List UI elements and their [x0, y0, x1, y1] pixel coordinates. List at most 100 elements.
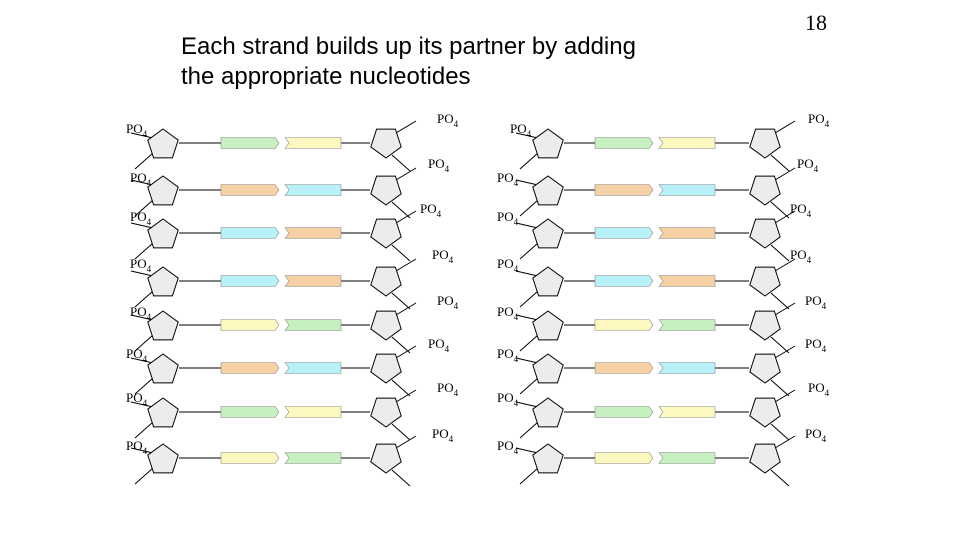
right-duplex-row-1-left-backbone-link	[519, 152, 539, 170]
left-duplex-row-5-right-phosphate-bond	[395, 302, 417, 316]
left-duplex-row-8-right-sugar	[370, 443, 402, 474]
left-duplex-row-2-left-sugar	[147, 175, 179, 206]
left-duplex-row-3-left-base	[220, 227, 280, 239]
left-duplex-row-3-left-phosphate-bond	[130, 222, 154, 229]
slide-number: 18	[805, 10, 827, 35]
right-duplex-row-7-left-phosphate-bond	[515, 401, 539, 408]
left-duplex-row-7-right-phosphate-bond	[395, 389, 417, 403]
left-duplex-row-7-left-sugar	[147, 397, 179, 428]
left-duplex-row-6-right-phosphate-label: PO4	[428, 336, 450, 354]
left-duplex-row-4-right-sugar	[370, 266, 402, 297]
left-duplex-row-5-right-sugar	[370, 310, 402, 341]
right-duplex-row-2-right-base	[658, 184, 716, 196]
left-duplex-row-8-left-phosphate-bond	[130, 447, 154, 454]
left-duplex-row-7-right-sugar	[370, 397, 402, 428]
left-duplex-row-3-right-base	[284, 227, 342, 239]
right-duplex-row-2-right-phosphate-label: PO4	[797, 156, 819, 174]
left-duplex-row-6-right-phosphate-bond	[395, 345, 417, 359]
left-duplex-row-4-right-base	[284, 275, 342, 287]
left-duplex-row-1-right-base	[284, 137, 342, 149]
right-duplex-row-4-right-backbone-link	[770, 292, 790, 310]
right-duplex-row-1-right-sugar	[749, 128, 781, 159]
left-duplex-row-6-right-base	[284, 362, 342, 374]
right-duplex-row-4-left-phosphate-label: PO4	[497, 256, 519, 274]
right-duplex-row-8-left-backbone-link	[519, 467, 539, 485]
left-duplex-row-1-left-backbone-link	[134, 152, 154, 170]
right-duplex-row-3-right-base	[658, 227, 716, 239]
right-duplex-row-8-right-phosphate-label: PO4	[805, 426, 827, 444]
right-duplex-row-1-left-sugar	[532, 128, 564, 159]
left-duplex-row-1-left-sugar	[147, 128, 179, 159]
right-duplex-row-2-right-sugar	[749, 175, 781, 206]
left-duplex-row-8-right-phosphate-label: PO4	[432, 426, 454, 444]
left-duplex-row-7-left-backbone-link	[134, 421, 154, 439]
right-duplex-row-5-left-phosphate-bond	[515, 314, 539, 321]
left-duplex-row-8-left-phosphate-label: PO4	[126, 438, 148, 456]
left-duplex-row-4-left-sugar	[147, 266, 179, 297]
right-duplex-row-2-right-phosphate-bond	[774, 167, 796, 181]
left-duplex-row-2-right-phosphate-bond	[395, 167, 417, 181]
left-duplex-row-8-left-backbone-link	[134, 467, 154, 485]
left-duplex-row-4-left-backbone-link	[134, 290, 154, 308]
right-duplex-row-3-left-phosphate-label: PO4	[497, 209, 519, 227]
right-duplex-row-1-left-phosphate-bond	[515, 132, 539, 139]
left-duplex-row-3-left-sugar	[147, 218, 179, 249]
left-duplex-row-5-right-base	[284, 319, 342, 331]
right-duplex-row-7-left-phosphate-label: PO4	[497, 390, 519, 408]
left-duplex-row-6-right-backbone-link	[391, 379, 411, 397]
right-duplex-row-5-left-backbone-link	[519, 334, 539, 352]
left-duplex-row-1-left-phosphate-label: PO4	[126, 121, 148, 139]
left-duplex-row-4-left-phosphate-label: PO4	[130, 256, 152, 274]
right-duplex-row-2-left-backbone-link	[519, 199, 539, 217]
left-duplex-row-4-left-phosphate-bond	[130, 270, 154, 277]
left-duplex-row-5-left-backbone-link	[134, 334, 154, 352]
left-duplex-row-2-right-base	[284, 184, 342, 196]
right-duplex-row-2-left-phosphate-bond	[515, 179, 539, 186]
right-duplex-row-6-right-sugar	[749, 353, 781, 384]
right-duplex-row-4-left-base	[594, 275, 654, 287]
left-duplex-row-4-right-backbone-link	[391, 292, 411, 310]
left-duplex-row-6-left-sugar	[147, 353, 179, 384]
right-duplex-row-1-right-base	[658, 137, 716, 149]
right-duplex-row-1-left-base	[594, 137, 654, 149]
right-duplex-row-8-right-sugar	[749, 443, 781, 474]
left-duplex-row-3-right-backbone-link	[391, 244, 411, 262]
left-duplex-row-3-right-phosphate-bond	[395, 210, 417, 224]
left-duplex-row-7-right-base	[284, 406, 342, 418]
left-duplex-row-8-right-phosphate-bond	[395, 435, 417, 449]
left-duplex-row-7-right-backbone-link	[391, 423, 411, 441]
right-duplex-row-6-left-phosphate-label: PO4	[497, 346, 519, 364]
right-duplex-row-6-left-sugar	[532, 353, 564, 384]
left-duplex-row-8-left-base	[220, 452, 280, 464]
left-duplex-row-8-left-sugar	[147, 443, 179, 474]
slide-title: Each strand builds up its partner by add…	[181, 32, 741, 92]
right-duplex-row-2-left-phosphate-label: PO4	[497, 170, 519, 188]
left-duplex-row-5-right-phosphate-label: PO4	[437, 293, 459, 311]
left-duplex-row-5-left-base	[220, 319, 280, 331]
left-duplex-row-7-left-base	[220, 406, 280, 418]
left-duplex-row-7-left-phosphate-bond	[130, 401, 154, 408]
right-duplex-row-3-right-phosphate-bond	[774, 210, 796, 224]
right-duplex-row-3-left-phosphate-bond	[515, 222, 539, 229]
left-duplex-row-2-left-phosphate-label: PO4	[130, 170, 152, 188]
right-duplex-row-6-left-base	[594, 362, 654, 374]
right-duplex-row-8-right-backbone-link	[770, 469, 790, 487]
right-duplex-row-8-left-base	[594, 452, 654, 464]
left-duplex-row-2-left-base	[220, 184, 280, 196]
left-duplex-row-6-left-base	[220, 362, 280, 374]
right-duplex-row-7-right-base	[658, 406, 716, 418]
right-duplex-row-5-right-sugar	[749, 310, 781, 341]
right-duplex-row-5-right-phosphate-label: PO4	[805, 293, 827, 311]
right-duplex-row-5-right-backbone-link	[770, 336, 790, 354]
right-duplex-row-3-right-backbone-link	[770, 244, 790, 262]
left-duplex-row-1-right-phosphate-label: PO4	[437, 111, 459, 129]
left-duplex-row-7-right-phosphate-label: PO4	[437, 380, 459, 398]
right-duplex-row-3-right-sugar	[749, 218, 781, 249]
left-duplex-row-3-right-sugar	[370, 218, 402, 249]
right-duplex-row-6-left-backbone-link	[519, 377, 539, 395]
right-duplex-row-5-right-base	[658, 319, 716, 331]
right-duplex-row-7-right-sugar	[749, 397, 781, 428]
left-duplex-row-4-right-phosphate-label: PO4	[432, 247, 454, 265]
left-duplex-row-1-right-phosphate-bond	[395, 120, 417, 134]
